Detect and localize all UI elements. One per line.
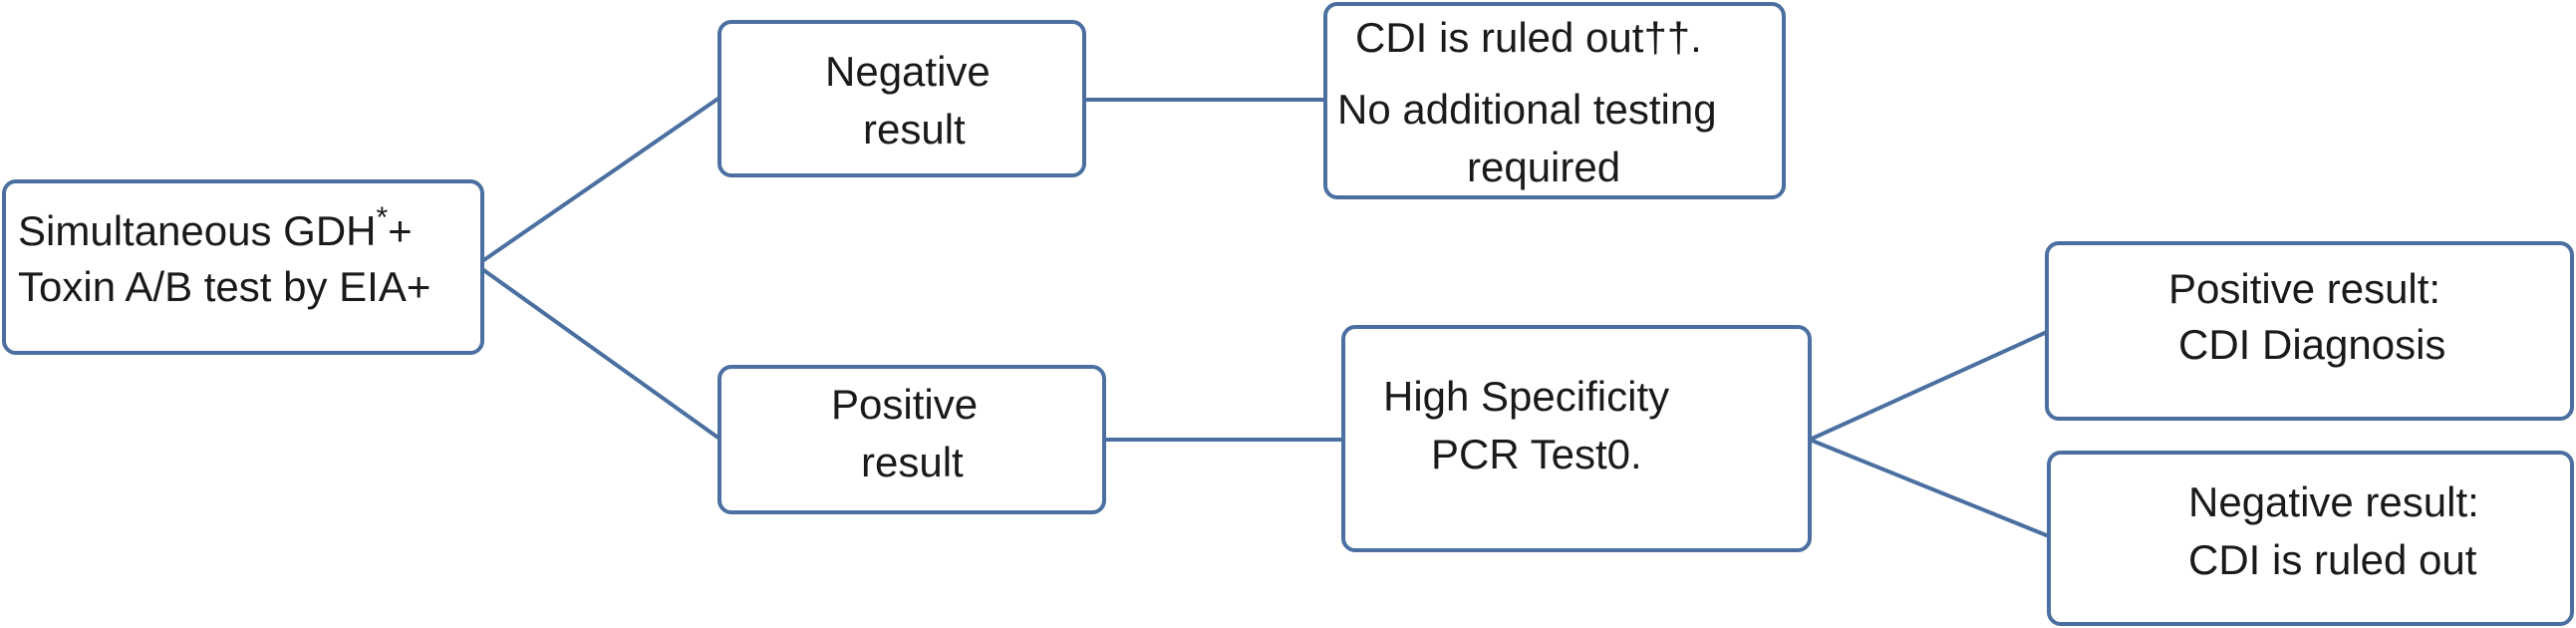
positive-result-box: Positive result [717, 365, 1106, 514]
negative-result-line-1: Negative [825, 48, 991, 95]
edge-start-to-positive [480, 267, 721, 441]
pcr-test-line-2: PCR Test0. [1431, 431, 1642, 477]
negative-result-line-2: result [863, 106, 966, 153]
start-test-line-1-text: Simultaneous GDH [18, 207, 377, 254]
pcr-test-line-1: High Specificity [1383, 373, 1670, 420]
pcr-test-box: High Specificity PCR Test0. [1341, 325, 1812, 552]
ruled-out-initial-box: CDI is ruled out††. No additional testin… [1323, 2, 1786, 199]
negative-result-box: Negative result [717, 20, 1086, 177]
ruled-out-final-line-1: Negative result: [2188, 478, 2479, 525]
ruled-out-final-line-2: CDI is ruled out [2188, 536, 2477, 583]
ruled-out-initial-line-3: required [1467, 144, 1621, 190]
positive-result-line-2: result [861, 439, 964, 485]
start-test-line-1: Simultaneous GDH*+ [18, 201, 413, 264]
cdi-diagnosis-line-1: Positive result: [2168, 265, 2441, 312]
cdi-diagnosis-line-2: CDI Diagnosis [2178, 321, 2446, 368]
start-test-asterisk: * [376, 201, 389, 234]
start-test-line-2: Toxin A/B test by EIA+ [18, 263, 431, 310]
positive-result-line-1: Positive [831, 381, 979, 428]
edge-pcr-to-ruled-out-final [1809, 438, 2050, 538]
edge-start-to-negative [480, 96, 721, 263]
start-test-box: Simultaneous GDH*+ Toxin A/B test by EIA… [2, 179, 484, 355]
start-test-plus: + [388, 207, 413, 254]
ruled-out-final-box: Negative result: CDI is ruled out [2047, 451, 2574, 626]
edge-pcr-to-diagnosis [1809, 330, 2048, 442]
ruled-out-initial-line-1: CDI is ruled out††. [1355, 14, 1702, 61]
ruled-out-initial-line-2: No additional testing [1337, 86, 1717, 133]
cdi-diagnosis-box: Positive result: CDI Diagnosis [2045, 241, 2574, 421]
